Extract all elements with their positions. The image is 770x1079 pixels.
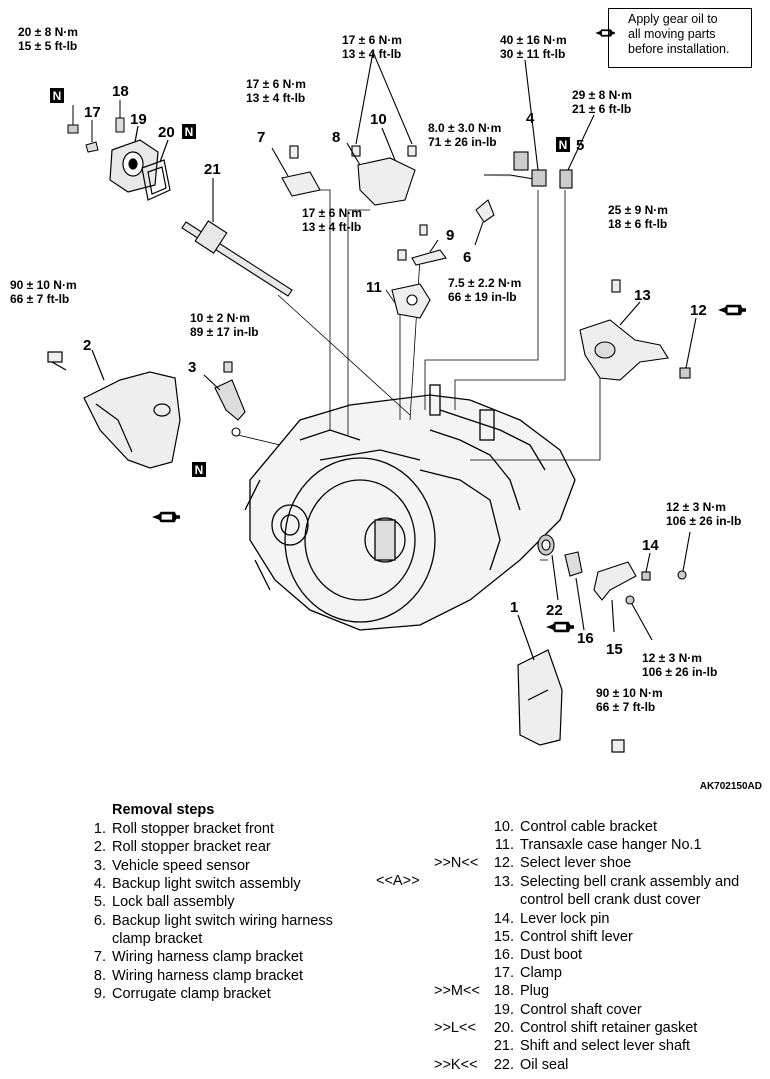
part-number: 10 (370, 111, 387, 128)
svg-text:N: N (185, 125, 194, 139)
legend-text: Apply gear oil to all moving parts befor… (628, 12, 748, 57)
procedure-mark: <<A>> (376, 873, 420, 889)
torque-label: 66 ± 7 ft-lb (596, 700, 655, 714)
torque-label: 15 ± 5 ft-lb (18, 39, 77, 53)
part-number: 8 (332, 129, 340, 146)
part-number: 9 (446, 227, 454, 244)
part-number: 1 (510, 599, 518, 616)
transaxle-case (244, 384, 576, 631)
part-number: 16 (577, 630, 594, 647)
part-number: 18 (112, 83, 129, 100)
svg-text:N: N (195, 463, 204, 477)
part-12-select-lever-shoe (679, 317, 697, 379)
removal-steps: Removal steps 1.Roll stopper bracket fro… (93, 802, 740, 1073)
removal-steps-title: Removal steps (112, 802, 215, 818)
part-number: 11 (366, 279, 382, 296)
part-number: 4 (526, 110, 535, 127)
part-20-bolt (67, 105, 79, 134)
part-number: 7 (257, 129, 265, 146)
torque-label: 66 ± 7 ft-lb (10, 292, 69, 306)
part-4-switch (513, 59, 547, 187)
part-14-lever-lock-pin (631, 531, 691, 641)
part-20-gasket (141, 139, 171, 201)
part-number: 21 (204, 161, 221, 178)
torque-label: 8.0 ± 3.0 N·m (428, 121, 501, 135)
part-5-lock-ball (559, 114, 595, 189)
torque-label: 29 ± 8 N·m (572, 88, 632, 102)
exploded-view-diagram: N N N N 20 ± 8 N·m 15 ± 5 ft-lb 17 ± 6 N… (10, 25, 746, 753)
svg-text:N: N (559, 138, 568, 152)
torque-label: 40 ± 16 N·m (500, 33, 567, 47)
part-15-control-shift-lever (593, 561, 637, 633)
torque-label: 12 ± 3 N·m (666, 500, 726, 514)
oil-can-icon (546, 621, 574, 633)
part-18-plug (115, 100, 125, 133)
svg-text:N: N (53, 89, 62, 103)
part-16-dust-boot (564, 551, 585, 631)
torque-label: 12 ± 3 N·m (642, 651, 702, 665)
part-number: 14 (642, 537, 659, 554)
n-mark: N (50, 88, 64, 103)
n-mark: N (192, 462, 206, 477)
torque-label: 13 ± 4 ft-lb (342, 47, 401, 61)
part-number: 2 (83, 337, 91, 354)
part-number: 12 (690, 302, 707, 319)
n-mark: N (182, 124, 196, 139)
legend-box (608, 8, 752, 68)
part-21-shaft (181, 178, 293, 297)
torque-label: 17 ± 6 N·m (246, 77, 306, 91)
torque-label: 10 ± 2 N·m (190, 311, 250, 325)
part-6-bracket (474, 174, 541, 246)
part-number: 19 (130, 111, 147, 128)
oil-can-icon (718, 304, 746, 316)
part-number: 22 (546, 602, 563, 619)
part-number: 20 (158, 124, 175, 141)
torque-label: 89 ± 17 in-lb (190, 325, 259, 339)
part-number: 15 (606, 641, 623, 658)
torque-label: 71 ± 26 in-lb (428, 135, 497, 149)
part-19-cover (109, 125, 159, 193)
legend-line: all moving parts (628, 27, 716, 41)
part-9-clamp (397, 224, 447, 266)
n-mark: N (556, 137, 570, 152)
figure-id: AK702150AD (699, 781, 762, 792)
part-number: 5 (576, 137, 584, 154)
part-7-bracket (271, 145, 321, 197)
torque-label: 25 ± 9 N·m (608, 203, 668, 217)
part-8-10-brackets (346, 51, 417, 206)
part-11-hanger (391, 283, 431, 319)
torque-label: 30 ± 11 ft-lb (500, 47, 565, 61)
torque-label: 20 ± 8 N·m (18, 25, 78, 39)
torque-label: 21 ± 6 ft-lb (572, 102, 631, 116)
part-22-oil-seal (537, 534, 559, 601)
oil-can-icon (152, 511, 180, 523)
part-17-clamp (85, 120, 99, 153)
torque-label: 13 ± 4 ft-lb (246, 91, 305, 105)
part-number: 6 (463, 249, 471, 266)
part-2-roll-stopper-rear (47, 349, 181, 469)
part-number: 3 (188, 359, 196, 376)
part-3-speed-sensor (203, 361, 246, 437)
torque-label: 17 ± 6 N·m (302, 206, 362, 220)
torque-label: 106 ± 26 in-lb (666, 514, 741, 528)
part-13-bell-crank (579, 279, 669, 381)
part-1-roll-stopper-front (517, 614, 625, 753)
torque-label: 90 ± 10 N·m (596, 686, 663, 700)
torque-label: 106 ± 26 in-lb (642, 665, 717, 679)
torque-label: 17 ± 6 N·m (342, 33, 402, 47)
legend-line: before installation. (628, 42, 730, 56)
torque-label: 13 ± 4 ft-lb (302, 220, 361, 234)
torque-label: 66 ± 19 in-lb (448, 290, 517, 304)
torque-label: 18 ± 6 ft-lb (608, 217, 667, 231)
torque-label: 90 ± 10 N·m (10, 278, 77, 292)
torque-label: 7.5 ± 2.2 N·m (448, 276, 521, 290)
part-number: 13 (634, 287, 651, 304)
part-number: 17 (84, 104, 101, 121)
legend-line: Apply gear oil to (628, 12, 718, 26)
